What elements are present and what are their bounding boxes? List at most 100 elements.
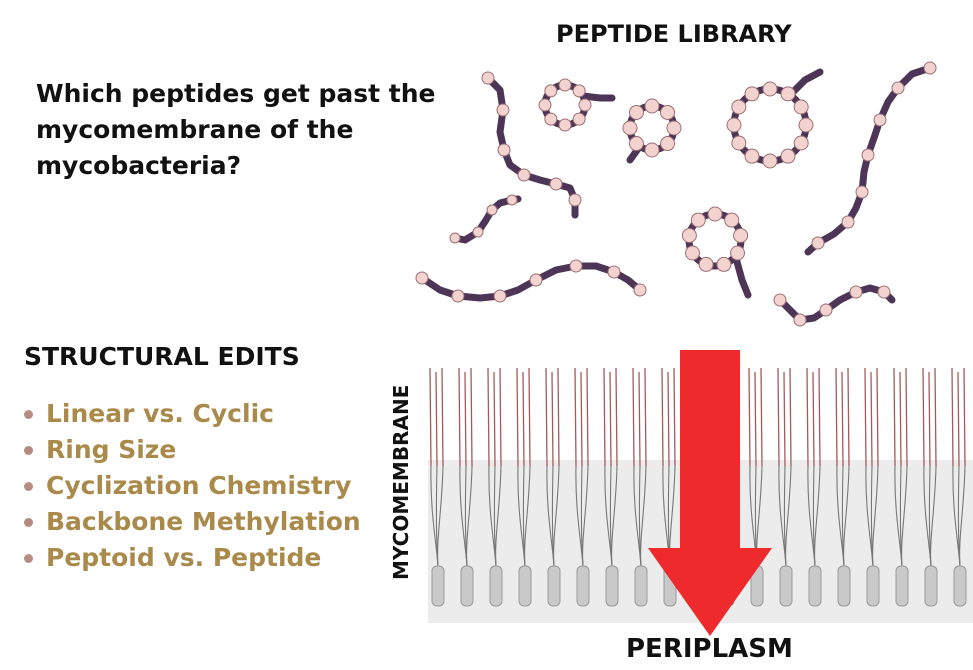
amino-acid-residue <box>707 206 723 222</box>
bullet-icon <box>24 409 33 419</box>
amino-acid-residue <box>762 153 778 169</box>
amino-acid-residue <box>451 289 465 303</box>
amino-acid-residue <box>726 117 742 133</box>
cyclic-peptide <box>681 206 752 299</box>
amino-acid-residue <box>472 226 484 238</box>
amino-acid-residue <box>793 135 809 151</box>
lipid-tail <box>574 367 577 467</box>
amino-acid-residue <box>873 113 887 127</box>
amino-acid-residue <box>698 256 714 272</box>
amino-acid-residue <box>628 104 644 120</box>
amino-acid-residue <box>923 61 937 75</box>
lipid-tail <box>789 367 792 467</box>
amino-acid-residue <box>558 78 572 92</box>
amino-acid-residue <box>724 212 740 228</box>
amino-acid-residue <box>666 120 682 136</box>
amino-acid-residue <box>811 236 825 250</box>
lipid-tail <box>812 371 815 467</box>
question-text: Which peptides get past the mycomembrane… <box>36 79 436 180</box>
lipid-stem <box>814 465 821 567</box>
amino-acid-residue <box>529 273 543 287</box>
lipid-tail <box>615 367 618 467</box>
edit-item: Peptoid vs. Peptide <box>24 540 361 576</box>
bullet-icon <box>24 481 33 491</box>
lipid-stem <box>495 465 502 567</box>
amino-acid-residue <box>861 148 875 162</box>
mycomembrane-label: MYCOMEMBRANE <box>389 384 413 580</box>
amino-acid-residue <box>481 71 495 85</box>
amino-acid-residue <box>644 98 660 114</box>
lipid-stem <box>843 465 850 567</box>
peptide-library-illustration <box>415 61 937 327</box>
lipid-stem <box>930 465 937 567</box>
lipid-tail <box>435 371 438 467</box>
lipid-head <box>605 565 619 607</box>
lipid-tail <box>899 371 902 467</box>
lipid-tail <box>951 367 954 467</box>
linear-peptide <box>415 259 647 303</box>
lipid-stem <box>959 465 966 567</box>
lipid-head <box>808 565 822 607</box>
amino-acid-residue <box>849 285 863 299</box>
lipid-tail <box>893 367 896 467</box>
linear-peptide <box>773 284 896 327</box>
lipid-tail <box>661 367 664 467</box>
cyclic-peptide <box>538 78 616 132</box>
lipid-tail <box>441 367 444 467</box>
peptide-backbone <box>730 85 810 165</box>
bullet-icon <box>24 445 33 455</box>
amino-acid-residue <box>819 303 833 317</box>
structural-edits-list: Linear vs. Cyclic Ring Size Cyclization … <box>24 396 361 576</box>
amino-acid-residue <box>506 194 518 206</box>
peptide-tail <box>786 68 824 99</box>
lipid-stem <box>437 465 444 567</box>
lipid-head <box>634 565 648 607</box>
amino-acid-residue <box>486 204 498 216</box>
amino-acid-residue <box>628 136 644 152</box>
lipid-head <box>895 565 909 607</box>
amino-acid-residue <box>793 99 809 115</box>
lipid-stem <box>524 465 531 567</box>
lipid-head <box>518 565 532 607</box>
lipid-tail <box>748 367 751 467</box>
lipid-tail <box>545 367 548 467</box>
lipid-stem <box>640 465 647 567</box>
amino-acid-residue <box>496 103 510 117</box>
amino-acid-residue <box>780 86 796 102</box>
peptide-tail <box>579 92 616 102</box>
amino-acid-residue <box>793 313 807 327</box>
lipid-tail <box>841 371 844 467</box>
lipid-tail <box>551 371 554 467</box>
edit-item: Backbone Methylation <box>24 504 361 540</box>
lipid-head <box>779 565 793 607</box>
periplasm-arrow <box>648 350 772 636</box>
lipid-head <box>489 565 503 607</box>
amino-acid-residue <box>449 232 461 244</box>
amino-acid-residue <box>660 104 676 120</box>
lipid-tail <box>499 367 502 467</box>
lipid-tail <box>928 371 931 467</box>
lipid-tail <box>464 371 467 467</box>
periplasm-label: PERIPLASM <box>626 634 793 664</box>
amino-acid-residue <box>681 227 697 243</box>
lipid-tail <box>586 367 589 467</box>
amino-acid-residue <box>538 98 552 112</box>
lipid-tail <box>876 367 879 467</box>
lipid-tail <box>632 367 635 467</box>
lipid-head <box>953 565 967 607</box>
lipid-tail <box>835 367 838 467</box>
amino-acid-residue <box>733 227 749 243</box>
edit-item: Ring Size <box>24 432 361 468</box>
amino-acid-residue <box>544 84 558 98</box>
amino-acid-residue <box>730 245 746 261</box>
amino-acid-residue <box>644 142 660 158</box>
lipid-tail <box>644 367 647 467</box>
lipid-stem <box>553 465 560 567</box>
bullet-icon <box>24 553 33 563</box>
amino-acid-residue <box>578 98 592 112</box>
lipid-stem <box>872 465 879 567</box>
cyclic-peptide <box>726 68 824 169</box>
peptide-backbone <box>451 195 522 244</box>
lipid-head <box>460 565 474 607</box>
lipid-tail <box>522 371 525 467</box>
